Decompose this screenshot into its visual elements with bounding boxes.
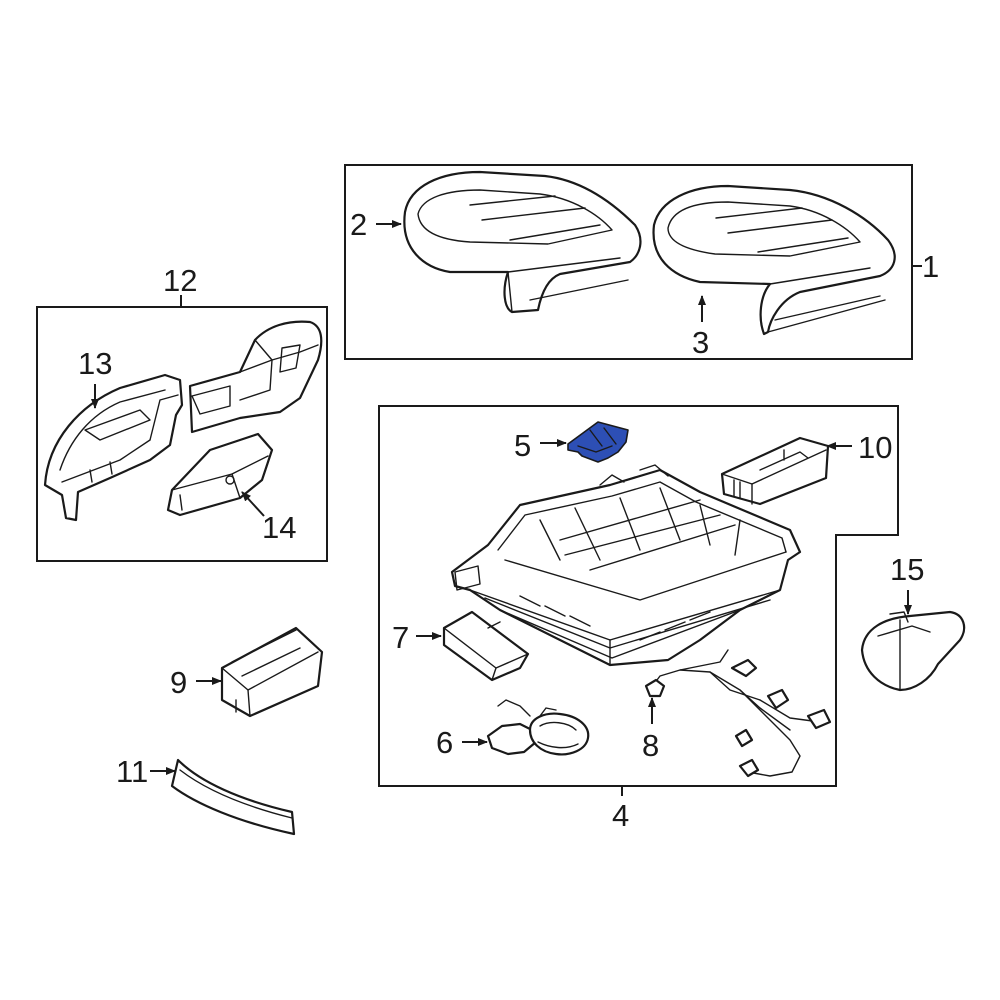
callout-10: 10 <box>858 430 892 465</box>
cushion-cover-3[interactable] <box>652 184 896 336</box>
group-1-frame <box>344 164 913 360</box>
wiring-harness-8[interactable] <box>644 649 832 778</box>
group-12-side-shields <box>36 295 328 562</box>
trim-strip-11[interactable] <box>170 758 296 836</box>
track-cover-10[interactable] <box>720 436 830 506</box>
motor-6[interactable] <box>486 699 590 756</box>
clip-9[interactable] <box>220 626 324 718</box>
side-shield-cover-14[interactable] <box>166 432 274 517</box>
callout-2: 2 <box>350 207 367 242</box>
callout-11: 11 <box>116 754 148 789</box>
callout-1: 1 <box>922 249 939 284</box>
side-shield-bracket[interactable] <box>188 320 323 434</box>
group-4-frame-assembly <box>378 405 899 796</box>
group-4-frame <box>378 405 899 787</box>
callout-12: 12 <box>163 263 197 298</box>
callout-4: 4 <box>612 798 629 833</box>
callout-13: 13 <box>78 346 112 381</box>
group-1-cushion-covers <box>344 164 922 360</box>
module-7[interactable] <box>442 610 530 682</box>
callout-14: 14 <box>262 510 296 545</box>
leader-arrows <box>91 220 912 775</box>
callout-3: 3 <box>692 325 709 360</box>
callout-labels: 1 2 3 4 5 6 7 8 9 10 11 12 13 14 15 <box>78 207 939 833</box>
cover-15[interactable] <box>860 610 966 692</box>
callout-8: 8 <box>642 728 659 763</box>
cushion-cover-2[interactable] <box>403 170 642 314</box>
callout-7: 7 <box>392 620 409 655</box>
side-shield-13[interactable] <box>43 373 184 522</box>
callout-15: 15 <box>890 552 924 587</box>
callout-6: 6 <box>436 725 453 760</box>
callout-5: 5 <box>514 428 531 463</box>
seat-frame[interactable] <box>450 464 802 667</box>
callout-9: 9 <box>170 665 187 700</box>
highlighted-module[interactable] <box>567 421 629 463</box>
control-module-5[interactable] <box>567 421 629 463</box>
